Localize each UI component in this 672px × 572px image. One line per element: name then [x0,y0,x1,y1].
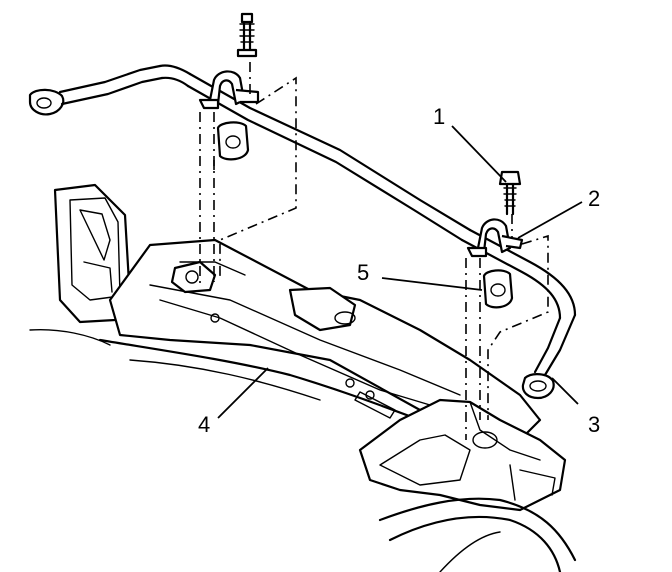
leader-2 [517,201,583,239]
callout-3: 3 [588,412,600,437]
leader-1 [451,125,507,183]
frame-crossmember [29,183,577,572]
callout-1: 1 [433,104,445,129]
callout-5: 5 [357,260,369,285]
leader-4 [217,367,269,419]
left-clamp-assembly [198,12,297,288]
callouts: 1 2 3 4 5 [198,104,600,437]
leader-3 [551,377,579,405]
callout-4: 4 [198,412,210,437]
callout-2: 2 [588,186,600,211]
leader-5 [381,277,483,291]
stabilizer-bar [28,64,577,400]
leader-lines [217,125,583,419]
